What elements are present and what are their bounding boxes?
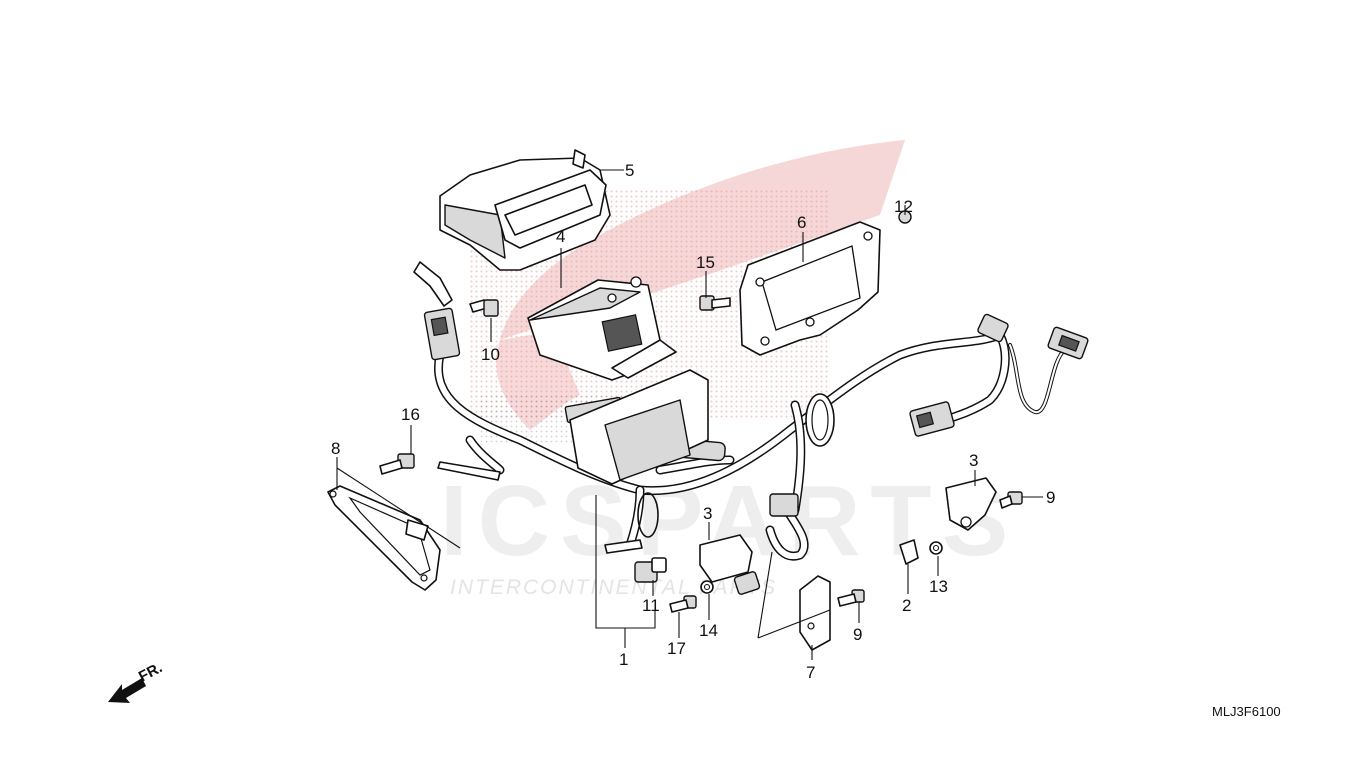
front-arrow-icon <box>108 678 146 703</box>
part-8-bracket <box>327 485 441 591</box>
callout-10: 10 <box>481 345 500 364</box>
callout-6: 6 <box>797 213 806 232</box>
front-direction-indicator: FR. <box>108 659 165 703</box>
part-5-cover <box>439 149 611 271</box>
part-6-plate <box>739 221 881 356</box>
callout-8: 8 <box>331 439 340 458</box>
diagram-code: MLJ3F6100 <box>1212 704 1281 719</box>
callout-15: 15 <box>696 253 715 272</box>
callout-2: 2 <box>902 596 911 615</box>
callout-12: 12 <box>894 197 913 216</box>
callout-3-right: 3 <box>969 451 978 470</box>
callout-5: 5 <box>625 161 634 180</box>
callout-16: 16 <box>401 405 420 424</box>
watermark-tagline: INTERCONTINENTAL PARTS <box>450 576 777 599</box>
callouts: 5 4 6 12 15 10 16 8 3 11 14 17 1 7 9 2 1… <box>331 161 1055 682</box>
small-parts <box>379 210 1023 651</box>
callout-1: 1 <box>619 650 628 669</box>
callout-13: 13 <box>929 577 948 596</box>
part-4-box <box>527 276 677 381</box>
callout-7: 7 <box>806 663 815 682</box>
callout-9-right: 9 <box>1046 488 1055 507</box>
callout-3-left: 3 <box>703 504 712 523</box>
callout-14: 14 <box>699 621 718 640</box>
callout-11: 11 <box>642 596 660 615</box>
leader-lines <box>336 169 1043 660</box>
callout-4: 4 <box>556 227 565 246</box>
callout-9-center: 9 <box>853 625 862 644</box>
callout-17: 17 <box>667 639 686 658</box>
wire-harness <box>413 261 1089 561</box>
